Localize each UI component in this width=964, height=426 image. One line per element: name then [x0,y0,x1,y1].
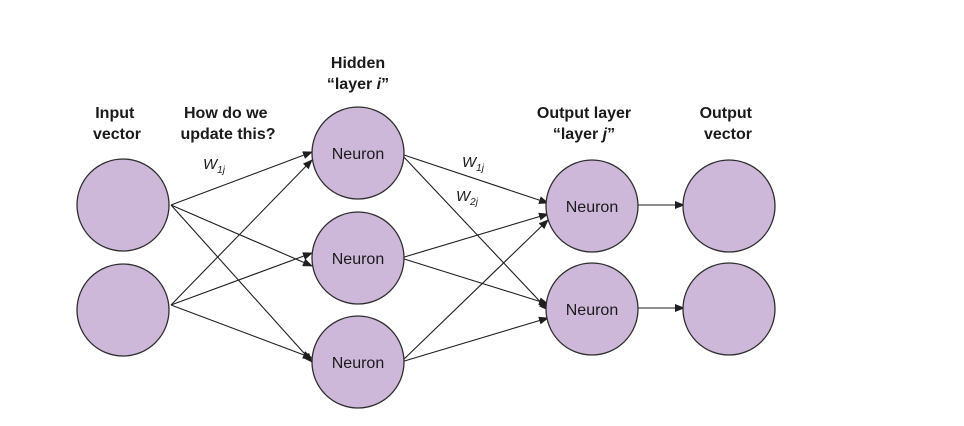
edge-h3-o1 [400,219,549,363]
hidden-layer-nodes: Neuron Neuron Neuron [311,106,405,409]
hidden-layer-subheader: “layer i” [327,76,389,93]
input-vector-header: Input vector [93,105,141,143]
output-neuron-2-label: Neuron [566,302,618,319]
hidden-neuron-3 [311,315,405,409]
input-to-hidden-edges [170,151,313,363]
edge-h1-o1 [400,153,549,204]
input-node-1 [76,158,170,252]
edge-in1-h3 [170,204,313,363]
output-layer-nodes: Neuron Neuron [545,159,639,356]
hidden-neuron-2-label: Neuron [332,251,384,268]
output-vector-node-1 [682,159,776,253]
edge-in2-h2 [170,252,313,306]
hidden-neuron-3-label: Neuron [332,355,384,372]
how-update-header: How do we update this? [180,105,275,143]
output-layer-subheader: “layer j” [553,126,615,143]
output-vector-header: Output vector [700,105,757,143]
hidden-neuron-1 [311,106,405,200]
hidden-neuron-2 [311,211,405,305]
hidden-to-output-edges [400,153,549,363]
input-node-2 [76,263,170,357]
output-vector-nodes [682,159,776,356]
output-neuron-2 [545,262,639,356]
weight-label-input-w1j: W1j [203,156,226,176]
edge-h3-o2 [400,316,549,363]
edge-h1-o2 [400,153,549,311]
hidden-neuron-1-label: Neuron [332,146,384,163]
edge-h2-o1 [400,212,549,259]
edge-h2-o2 [400,257,549,306]
output-to-vector-edges [637,201,685,312]
weight-label-hidden-w1j: W1j [462,154,485,174]
output-vector-node-2 [682,262,776,356]
edge-in2-h3 [170,304,313,359]
hidden-layer-header: Hidden [331,55,385,72]
edge-in1-h2 [170,204,313,267]
edge-in2-h1 [170,159,313,306]
output-layer-header: Output layer [537,105,631,122]
output-neuron-1 [545,159,639,253]
output-neuron-1-label: Neuron [566,199,618,216]
input-vector-nodes [76,158,170,357]
weight-label-hidden-w2j: W2j [456,188,479,208]
edge-in1-h1 [170,151,313,206]
